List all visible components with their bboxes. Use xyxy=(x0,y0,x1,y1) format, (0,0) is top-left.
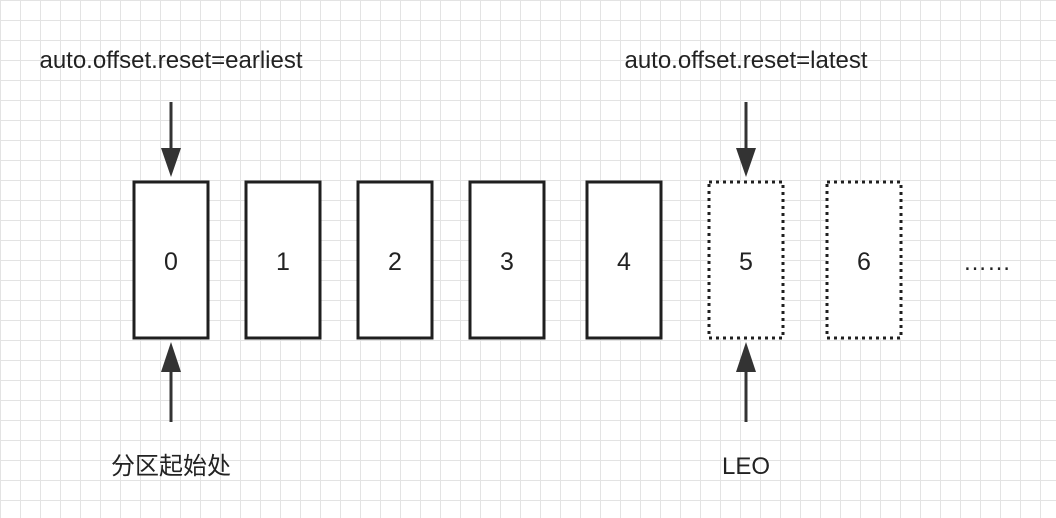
partition-start-arrow xyxy=(161,342,181,422)
offset-box-rect xyxy=(585,180,663,340)
offset-number: 1 xyxy=(276,248,290,276)
offset-box-0: 0 xyxy=(132,180,210,340)
offset-box-rect xyxy=(825,180,903,340)
offset-number: 6 xyxy=(857,248,871,276)
offset-box-3: 3 xyxy=(468,180,546,340)
offset-box-rect xyxy=(244,180,322,340)
offset-number: 5 xyxy=(739,248,753,276)
offset-box-5: 5 xyxy=(707,180,785,340)
offset-box-rect xyxy=(132,180,210,340)
offset-box-4: 4 xyxy=(585,180,663,340)
offset-boxes: 0 1 2 3 4 5 6 xyxy=(132,180,903,340)
leo-label: LEO xyxy=(722,453,770,480)
offset-number: 3 xyxy=(500,248,514,276)
earliest-label: auto.offset.reset=earliest xyxy=(39,47,302,74)
offset-box-rect xyxy=(707,180,785,340)
latest-arrow xyxy=(736,102,756,177)
offset-number: 2 xyxy=(388,248,402,276)
ellipsis-text: …… xyxy=(963,249,1011,276)
offset-box-2: 2 xyxy=(356,180,434,340)
leo-arrow xyxy=(736,342,756,422)
offset-number: 0 xyxy=(164,248,178,276)
offset-box-rect xyxy=(356,180,434,340)
earliest-arrow xyxy=(161,102,181,177)
offset-number: 4 xyxy=(617,248,631,276)
latest-label: auto.offset.reset=latest xyxy=(624,47,867,74)
offset-box-1: 1 xyxy=(244,180,322,340)
partition-start-label: 分区起始处 xyxy=(111,453,231,480)
offset-box-rect xyxy=(468,180,546,340)
offset-box-6: 6 xyxy=(825,180,903,340)
